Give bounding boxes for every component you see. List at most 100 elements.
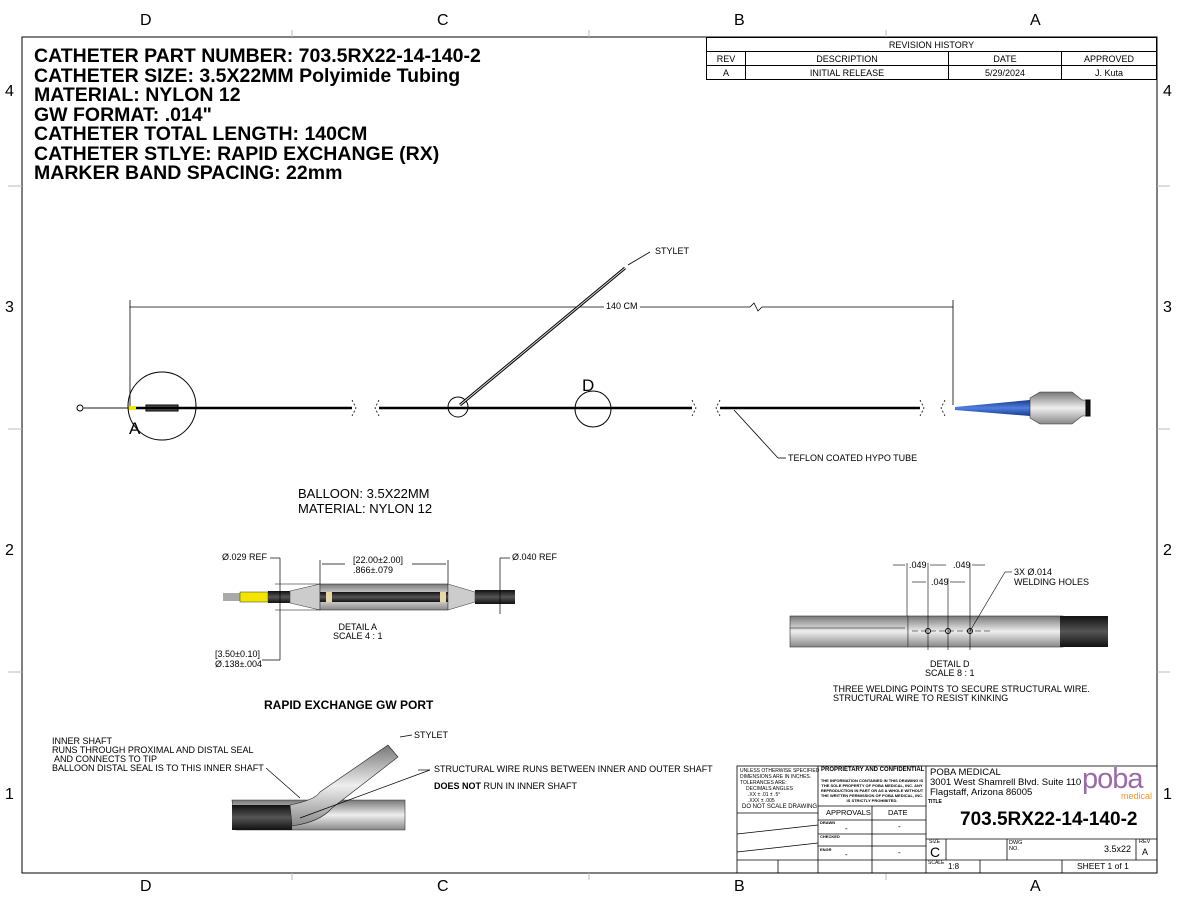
approvals-header: APPROVALS [826,808,871,817]
proprietary-text: THE INFORMATION CONTAINED IN THIS DRAWIN… [820,778,924,803]
tol-line: UNLESS OTHERWISE SPECIFIED [740,768,820,774]
detail-d-name: DETAIL D [930,659,970,669]
col-header: APPROVED [1061,51,1157,66]
size-label: SIZE [929,839,941,845]
address-line-1: 3001 West Shamrell Blvd. Suite 110 [930,777,1082,788]
dim-length-in: .866±.079 [353,565,393,575]
dim-040: Ø.040 REF [512,552,558,562]
zone-col-d: D [140,878,152,895]
spec-notes: CATHETER PART NUMBER: 703.5RX22-14-140-2… [34,45,481,184]
spec-style: CATHETER STLYE: RAPID EXCHANGE (RX) [34,142,440,165]
engr-date: - [898,848,901,857]
catheter-main-view [76,251,1091,459]
zone-col-c: C [437,878,449,895]
zone-row-3: 3 [1163,299,1172,316]
cell-date: 5/29/2024 [948,65,1062,80]
zone-col-d: D [140,12,152,29]
revision-title: REVISION HISTORY [706,37,1157,52]
spec-marker-spacing: MARKER BAND SPACING: 22mm [34,162,343,184]
drawn-value: - [845,824,848,833]
table-row: A INITIAL RELEASE 5/29/2024 J. Kuta [706,65,1157,80]
balloon-size: BALLOON: 3.5X22MM [298,486,430,501]
do-not-scale: DO NOT SCALE DRAWING [742,804,818,810]
zone-col-a: A [1030,878,1041,895]
dim-049: .049 [953,560,971,570]
spec-gw-format: GW FORMAT: .014" [34,103,212,126]
col-header: DATE [948,51,1062,66]
length-dimension: 140 CM [604,301,640,312]
address-line-2: Flagstaff, Arizona 86005 [930,787,1033,798]
detail-a-scale: SCALE 4 : 1 [333,631,383,641]
zone-col-b: B [734,12,745,29]
balloon-note: BALLOON: 3.5X22MM MATERIAL: NYLON 12 [298,486,432,516]
poba-logo: poba [1082,763,1144,795]
detail-a-name: DETAIL A [338,622,378,632]
tol-line: DECIMALS ANGLES [746,786,793,792]
tol-line: .XX ± .01 ± .5° [748,792,781,798]
zone-row-2: 2 [1163,542,1172,559]
drawn-date: - [898,822,901,831]
sheet-border [8,30,1170,880]
date-header: DATE [888,808,908,817]
zone-row-1: 1 [5,786,14,803]
welding-note: THREE WELDING POINTS TO SECURE STRUCTURA… [833,685,1090,703]
title-label: TITLE [928,799,942,805]
company-name: POBA MEDICAL [930,767,1001,778]
zone-row-2: 2 [5,542,14,559]
revision-history-table: REVISION HISTORY REV DESCRIPTION DATE AP… [706,37,1157,80]
sheet-number: SHEET 1 of 1 [1077,861,1129,871]
holes-name: WELDING HOLES [1014,577,1090,587]
drawn-label: DRAWN [820,820,836,825]
not-inner-shaft-note: DOES NOT RUN IN INNER SHAFT [434,781,578,791]
rev-label: REV [1139,839,1151,845]
detail-a-callout: A [129,419,141,438]
dwg-label-1: DWG [1009,840,1023,846]
dim-length: [22.00±2.00].866±.079 [353,555,403,575]
spec-material: MATERIAL: NYLON 12 [34,84,241,106]
dim-diameter-in: Ø.138±.004 [215,659,262,669]
zone-col-a: A [1030,12,1041,29]
detail-d-callout: D [582,376,595,395]
rev-value: A [1142,847,1149,857]
zone-col-b: B [734,878,745,895]
scale-label: SCALE [928,860,945,866]
inner-note-4: BALLOON DISTAL SEAL IS TO THIS INNER SHA… [52,763,264,773]
detail-a-graphic [223,557,515,661]
welding-note-2: STRUCTURAL WIRE TO RESIST KINKING [833,693,1009,703]
drawing-title: 703.5RX22-14-140-2 [960,809,1138,830]
size-value: C [930,844,941,860]
title-block-lines [736,765,1158,874]
proprietary-title: PROPRIETARY AND CONFIDENTIAL [821,767,925,773]
dim-029: Ø.029 REF [222,552,268,562]
zone-row-4: 4 [1163,83,1172,100]
inner-shaft-note: INNER SHAFT RUNS THROUGH PROXIMAL AND DI… [52,737,264,773]
spec-length: CATHETER TOTAL LENGTH: 140CM [34,123,368,145]
checked-label: CHECKED [820,834,840,839]
dim-diameter-mm: [3.50±0.10] [215,649,260,659]
company-address: POBA MEDICAL 3001 West Shamrell Blvd. Su… [930,768,1081,798]
not-rest: RUN IN INNER SHAFT [481,781,578,791]
col-header: REV [706,51,746,66]
zone-row-3: 3 [5,299,14,316]
tol-line: TOLERANCES ARE: [740,780,787,786]
gw-stylet-label: STYLET [414,730,449,740]
zone-row-4: 4 [5,83,14,100]
dim-diameter: [3.50±0.10]Ø.138±.004 [215,649,262,669]
spec-size: CATHETER SIZE: 3.5X22MM Polyimide Tubing [34,64,461,87]
holes-count: 3X Ø.014 [1014,567,1053,577]
zone-row-1: 1 [1163,786,1172,803]
inner-note-2: RUNS THROUGH PROXIMAL AND DISTAL SEAL [52,745,254,755]
inner-note-1: INNER SHAFT [52,736,113,746]
balloon-material: MATERIAL: NYLON 12 [298,501,433,516]
structural-wire-label: STRUCTURAL WIRE RUNS BETWEEN INNER AND O… [434,764,713,774]
col-header: DESCRIPTION [745,51,949,66]
dwg-label-2: NO. [1009,846,1019,852]
spec-part-number: CATHETER PART NUMBER: 703.5RX22-14-140-2 [34,45,481,67]
cell-description: INITIAL RELEASE [745,65,949,80]
poba-logo-sub: medical [1121,791,1153,801]
